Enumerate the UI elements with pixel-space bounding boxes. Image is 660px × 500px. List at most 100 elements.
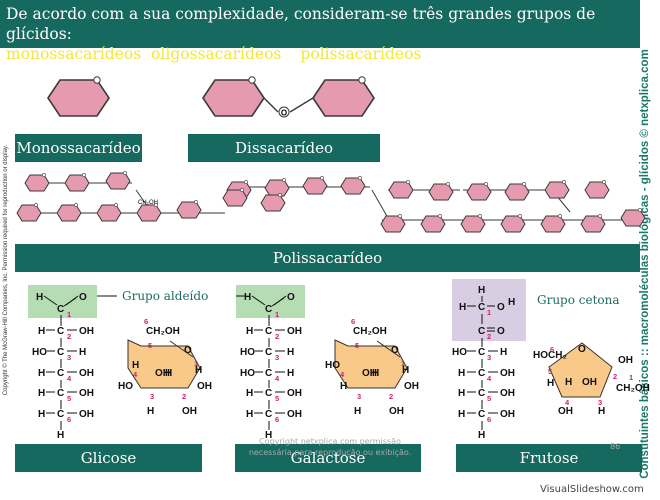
svg-text:CH₂OH: CH₂OH — [146, 326, 180, 337]
separator: , — [141, 45, 152, 63]
svg-text:OH: OH — [618, 355, 633, 366]
svg-text:H: H — [147, 406, 154, 417]
svg-text:OH: OH — [404, 381, 419, 392]
svg-text:4: 4 — [565, 398, 570, 407]
svg-text:5: 5 — [275, 394, 279, 403]
svg-text:C: C — [265, 347, 272, 358]
disaccharide-rings: O — [202, 76, 375, 118]
svg-text:H: H — [195, 365, 202, 376]
glicose-ring: CH₂OH 6 5 O H 4 HO H 1 OH OH H 3 2 H OH — [118, 317, 212, 417]
svg-text:OH: OH — [182, 406, 197, 417]
svg-text:C: C — [57, 304, 64, 315]
svg-text:H: H — [36, 292, 43, 303]
svg-text:OH: OH — [582, 377, 597, 388]
svg-text:H: H — [287, 347, 294, 358]
svg-text:C: C — [478, 326, 485, 337]
svg-text:6: 6 — [275, 415, 279, 424]
svg-text:H: H — [246, 326, 253, 337]
galactose-ring: CH₂OH 6 5 O HO 4 H H 1 OH OH H 3 2 H OH — [325, 317, 419, 417]
svg-text:H: H — [459, 302, 466, 313]
aldehyde-box-galactose — [236, 285, 305, 318]
svg-text:O: O — [184, 345, 192, 356]
svg-text:H: H — [265, 430, 272, 441]
svg-text:H: H — [372, 368, 379, 379]
glicose-linear: H O C 1 H C OH 2 HO C H 3 H C OH 4 H C O… — [32, 292, 94, 441]
frutose-ring: O HOCH₂ 6 5 H H OH OH 2 CH₂OH 1 4 3 OH H — [533, 342, 650, 417]
svg-text:H: H — [478, 285, 485, 296]
svg-text:CH₂OH: CH₂OH — [616, 383, 650, 394]
svg-text:H: H — [244, 292, 251, 303]
svg-text:O: O — [287, 292, 295, 303]
svg-text:OH: OH — [558, 406, 573, 417]
svg-text:4: 4 — [275, 374, 280, 383]
header-line-2: monossacarídeos, oligossacarídeos e poli… — [6, 44, 634, 64]
svg-text:H: H — [565, 377, 572, 388]
svg-text:OH: OH — [362, 368, 377, 379]
svg-text:H: H — [402, 365, 409, 376]
svg-text:6: 6 — [67, 415, 71, 424]
svg-text:1: 1 — [629, 373, 633, 382]
svg-text:OH: OH — [79, 368, 94, 379]
svg-text:C: C — [265, 304, 272, 315]
label-galactose: Galactose — [235, 444, 421, 472]
svg-text:O: O — [79, 292, 87, 303]
svg-text:H: H — [38, 409, 45, 420]
svg-text:OH: OH — [79, 326, 94, 337]
svg-text:5: 5 — [67, 394, 71, 403]
svg-text:H: H — [458, 388, 465, 399]
svg-text:5: 5 — [148, 341, 152, 350]
svg-text:2: 2 — [275, 332, 279, 341]
svg-text:OH: OH — [79, 388, 94, 399]
svg-text:H: H — [38, 388, 45, 399]
svg-text:6: 6 — [351, 317, 355, 326]
svg-text:OH: OH — [155, 368, 170, 379]
svg-text:H: H — [165, 368, 172, 379]
svg-text:C: C — [57, 347, 64, 358]
term-polissacarideos: polissacarídeos — [300, 45, 422, 63]
svg-text:H: H — [500, 347, 507, 358]
svg-text:O: O — [497, 326, 505, 337]
svg-text:HO: HO — [325, 360, 340, 371]
svg-text:3: 3 — [275, 353, 279, 362]
svg-text:OH: OH — [389, 406, 404, 417]
svg-text:4: 4 — [67, 374, 72, 383]
svg-text:4: 4 — [487, 374, 492, 383]
copyright-note-line-1: Copyright netxplica.com permissão — [259, 437, 401, 446]
svg-text:OH: OH — [500, 409, 515, 420]
svg-text:OH: OH — [197, 381, 212, 392]
svg-text:OH: OH — [287, 326, 302, 337]
svg-text:H: H — [547, 378, 554, 389]
svg-text:C: C — [478, 388, 485, 399]
svg-text:2: 2 — [67, 332, 71, 341]
label-frutose: Frutose — [456, 444, 642, 472]
svg-text:H: H — [458, 368, 465, 379]
svg-text:H: H — [246, 388, 253, 399]
svg-text:H: H — [458, 409, 465, 420]
period: . — [421, 45, 427, 63]
svg-text:H: H — [354, 406, 361, 417]
monosaccharide-ring — [47, 76, 110, 117]
oxygen-bond-label: O — [281, 109, 287, 118]
svg-text:3: 3 — [67, 353, 71, 362]
svg-text:C: C — [57, 388, 64, 399]
aldehyde-box-glicose — [28, 285, 97, 318]
svg-text:HO: HO — [452, 347, 467, 358]
svg-text:HO: HO — [118, 381, 133, 392]
galactose-linear: H O C 1 H C OH 2 HO C H 3 HO C H 4 H C O… — [240, 292, 302, 441]
branch-ch2-label: CH₂OH — [138, 200, 158, 206]
svg-text:5: 5 — [355, 341, 359, 350]
svg-text:H: H — [57, 430, 64, 441]
svg-text:HO: HO — [240, 368, 255, 379]
svg-text:H: H — [340, 381, 347, 392]
svg-text:4: 4 — [340, 370, 345, 379]
svg-text:5: 5 — [487, 394, 491, 403]
svg-text:6: 6 — [487, 415, 491, 424]
svg-text:1: 1 — [487, 308, 491, 317]
svg-text:H: H — [79, 347, 86, 358]
header-banner: De acordo com a sua complexidade, consid… — [0, 0, 640, 63]
svg-text:2: 2 — [487, 332, 491, 341]
svg-text:HO: HO — [32, 347, 47, 358]
svg-text:OH: OH — [500, 388, 515, 399]
copyright-note-line-2: necessária para reprodução ou exibição. — [248, 448, 412, 457]
